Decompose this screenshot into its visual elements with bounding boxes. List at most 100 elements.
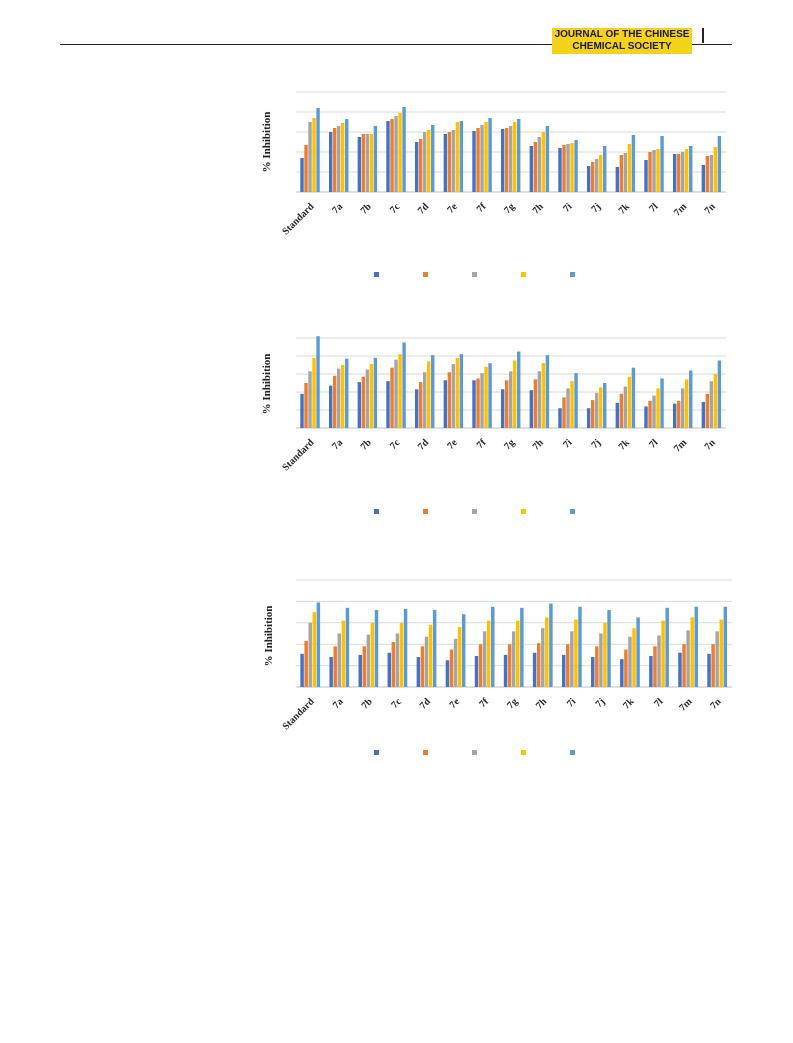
bar-7g-series-4 [516, 620, 520, 687]
bar-7m-series-2 [682, 644, 686, 687]
bar-7k-series-1 [615, 402, 620, 428]
x-tick-label: 7a [330, 437, 345, 452]
bar-7g-series-2 [504, 380, 509, 428]
bar-7l-series-1 [644, 406, 648, 428]
bar-7f-series-2 [478, 644, 483, 687]
bar-7h-series-5 [549, 603, 553, 687]
x-tick-label: 7k [617, 437, 633, 453]
bar-7g-series-1 [500, 389, 505, 428]
bar-7a-series-5 [345, 119, 349, 192]
bar-7i-series-5 [574, 140, 578, 192]
bar-Standard-series-2 [304, 383, 308, 428]
bar-7a-series-3 [336, 368, 341, 428]
bar-7f-series-2 [476, 378, 480, 428]
x-tick-label: 7b [359, 201, 375, 217]
bar-7c-series-1 [386, 121, 390, 192]
legend-swatch-1 [374, 750, 379, 755]
bar-7b-series-4 [369, 364, 374, 428]
bar-7m-series-2 [676, 154, 681, 192]
bar-7n-series-5 [717, 360, 722, 428]
x-tick-label: 7f [477, 696, 491, 710]
bar-7n-series-4 [713, 147, 718, 192]
x-tick-label: 7a [330, 201, 345, 216]
bar-Standard-series-3 [308, 371, 312, 428]
bar-7f-series-5 [491, 606, 495, 687]
bar-7e-series-2 [447, 132, 452, 192]
bar-7i-series-4 [570, 143, 574, 192]
bar-7b-series-1 [357, 382, 362, 428]
bar-7e-series-3 [453, 638, 458, 687]
x-tick-label: 7d [418, 696, 434, 712]
bar-7l-series-2 [648, 152, 652, 192]
bar-7d-series-4 [427, 361, 431, 428]
bar-7a-series-4 [341, 620, 346, 687]
bar-7j-series-2 [590, 162, 595, 192]
x-tick-label: 7g [502, 437, 517, 452]
bar-7d-series-5 [431, 125, 435, 192]
bar-7k-series-5 [631, 135, 636, 192]
bar-7g-series-3 [508, 371, 513, 428]
bar-Standard-series-4 [312, 357, 316, 428]
bar-7e-series-1 [445, 660, 450, 687]
bar-7a-series-3 [337, 633, 342, 687]
bar-7k-series-2 [624, 649, 628, 687]
bar-7d-series-5 [431, 355, 435, 428]
bar-7i-series-5 [574, 373, 578, 428]
legend-swatch-3 [472, 750, 477, 755]
bar-7e-series-2 [449, 649, 454, 687]
bar-7n-series-1 [701, 401, 706, 428]
bar-7b-series-2 [361, 134, 366, 192]
bar-7c-series-4 [398, 113, 402, 192]
bar-7c-series-2 [391, 642, 396, 687]
bar-7f-series-3 [480, 125, 484, 192]
bar-7f-series-3 [482, 631, 487, 687]
bar-7g-series-3 [511, 631, 516, 687]
x-tick-label: Standard [280, 437, 316, 473]
bar-7g-series-4 [513, 122, 517, 192]
bar-7a-series-1 [328, 132, 333, 192]
bar-7d-series-2 [420, 646, 425, 687]
x-tick-label: 7c [388, 201, 403, 216]
bar-7e-series-2 [447, 372, 452, 428]
bar-7l-series-4 [656, 149, 660, 192]
bar-7l-series-3 [652, 150, 656, 192]
bar-7m-series-1 [678, 652, 682, 687]
bar-7b-series-4 [369, 134, 374, 192]
bar-7h-series-4 [545, 617, 549, 687]
bar-7n-series-1 [707, 653, 711, 687]
bar-7g-series-3 [508, 126, 513, 192]
x-tick-label: 7a [331, 696, 346, 711]
bar-7e-series-5 [461, 614, 466, 687]
bar-7a-series-4 [341, 123, 345, 192]
bar-Standard-series-4 [312, 118, 316, 192]
journal-title-line1: JOURNAL OF THE CHINESE [554, 29, 690, 40]
bar-7d-series-2 [418, 139, 423, 192]
bar-7j-series-5 [603, 146, 607, 192]
x-tick-label: 7l [647, 437, 660, 450]
bar-7n-series-2 [705, 393, 710, 428]
bar-Standard-series-4 [312, 612, 317, 687]
x-tick-label: 7j [594, 696, 608, 710]
bar-7b-series-3 [365, 369, 370, 428]
bar-7k-series-1 [615, 167, 620, 192]
bar-7d-series-5 [432, 609, 437, 687]
bar-7k-series-4 [627, 376, 632, 428]
bar-7b-series-5 [374, 609, 379, 687]
bar-7m-series-4 [690, 617, 694, 687]
bar-7n-series-5 [723, 606, 728, 687]
bar-7f-series-2 [476, 128, 480, 192]
x-tick-label: 7i [561, 437, 574, 450]
bar-7k-series-3 [623, 386, 628, 428]
bar-7g-series-1 [503, 654, 508, 687]
bar-7k-series-4 [627, 144, 632, 192]
bar-7c-series-4 [399, 622, 404, 687]
bar-7m-series-4 [685, 379, 689, 428]
x-tick-label: 7h [531, 201, 547, 217]
legend-swatch-2 [423, 272, 428, 277]
x-tick-label: 7k [621, 696, 637, 712]
bar-7e-series-4 [457, 627, 462, 687]
x-tick-label: 7e [445, 437, 460, 452]
bar-Standard-series-5 [316, 108, 320, 192]
legend-swatch-4 [521, 509, 526, 514]
bar-7i-series-1 [558, 148, 562, 192]
